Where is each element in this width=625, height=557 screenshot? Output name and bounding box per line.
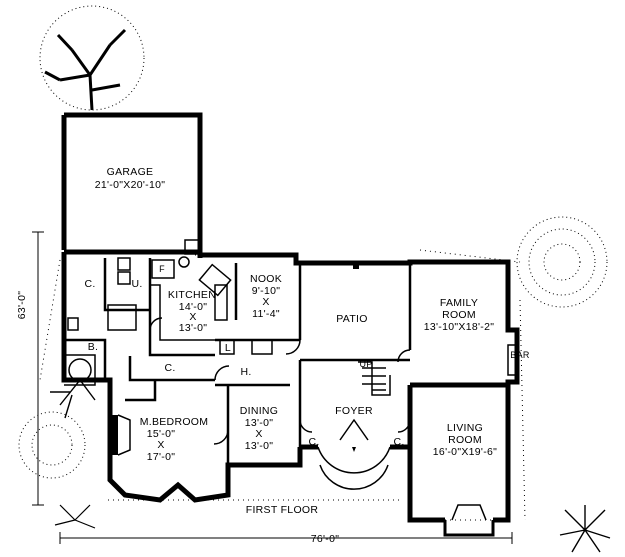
living-size: 16'-0"X19'-6" bbox=[433, 446, 497, 458]
closet-foyer-right-mark: C. bbox=[393, 436, 404, 448]
family-name-2: ROOM bbox=[442, 309, 476, 321]
dining-x: X bbox=[255, 428, 262, 440]
bedroom-size-2: 17'-0" bbox=[147, 451, 176, 463]
floor-label: FIRST FLOOR bbox=[246, 504, 319, 516]
bar-mark: BAR bbox=[510, 350, 530, 360]
exterior-wall-east bbox=[407, 385, 511, 523]
landscape-tree-right-icon bbox=[516, 216, 608, 308]
door-swings bbox=[149, 317, 411, 445]
nook-size-2: 11'-4" bbox=[252, 308, 280, 320]
furnace-mark: F bbox=[159, 264, 165, 274]
dimension-line-width bbox=[59, 532, 513, 544]
landscape-shrub-left-icon bbox=[18, 411, 86, 479]
closet-hall-mark: C. bbox=[164, 362, 175, 374]
foyer-name: FOYER bbox=[335, 405, 373, 417]
family-size: 13'-10"X18'-2" bbox=[424, 321, 495, 333]
hall-mark: H. bbox=[240, 366, 251, 378]
kitchen-size-2: 13'-0" bbox=[179, 322, 208, 334]
landscape-stipple-icon bbox=[39, 249, 526, 521]
pantry-fixtures bbox=[219, 339, 273, 355]
bedroom-x: X bbox=[157, 439, 164, 451]
dimension-depth-label: 63'-0" bbox=[16, 291, 28, 320]
dimension-width-label: 76'-0" bbox=[311, 533, 340, 545]
kitchen-x: X bbox=[189, 311, 196, 323]
kitchen-size-1: 14'-0" bbox=[179, 301, 208, 313]
family-name: FAMILY bbox=[440, 297, 478, 309]
landscape-fern-left-icon bbox=[50, 379, 96, 419]
nook-size-1: 9'-10" bbox=[252, 285, 281, 297]
linen-mark: L bbox=[225, 342, 231, 354]
nook-x: X bbox=[262, 296, 269, 308]
garage-name: GARAGE bbox=[107, 166, 154, 178]
landscape-tree-top-left-icon bbox=[39, 5, 145, 111]
dining-size-2: 13'-0" bbox=[245, 440, 274, 452]
dimension-line-depth bbox=[32, 231, 44, 506]
bedroom-size-1: 15'-0" bbox=[147, 428, 176, 440]
patio-light-mark bbox=[353, 263, 359, 269]
stair bbox=[358, 361, 391, 396]
exterior-wall-west bbox=[61, 252, 303, 503]
dining-name: DINING bbox=[240, 405, 279, 417]
nook-name: NOOK bbox=[250, 273, 282, 285]
washer-dryer bbox=[117, 257, 131, 285]
foyer-entry-arc bbox=[317, 418, 391, 490]
kitchen-name: KITCHEN bbox=[168, 289, 216, 301]
utility-mark: U. bbox=[131, 278, 142, 290]
fireplace-bedroom bbox=[110, 414, 131, 456]
closet-foyer-left-mark: C. bbox=[308, 436, 319, 448]
dining-size-1: 13'-0" bbox=[245, 417, 274, 429]
stair-up-mark: UP bbox=[359, 359, 372, 369]
exterior-wall bbox=[61, 112, 520, 388]
garage-size: 21'-0"X20'-10" bbox=[95, 179, 166, 191]
patio-name: PATIO bbox=[336, 313, 367, 325]
furnace-box bbox=[151, 259, 175, 279]
bedroom-name: M.BEDROOM bbox=[140, 416, 209, 428]
fireplace-living bbox=[443, 504, 495, 537]
closet-garage-mark: C. bbox=[84, 278, 95, 290]
landscape-fern-bottom-right-icon bbox=[559, 505, 611, 553]
bath-mark: B. bbox=[88, 341, 99, 353]
living-name: LIVING bbox=[447, 422, 483, 434]
interior-walls bbox=[64, 258, 412, 465]
bath-fixtures bbox=[64, 304, 137, 386]
garage-steps bbox=[178, 239, 200, 268]
landscape-fern-bottom-left-icon bbox=[54, 504, 96, 529]
living-name-2: ROOM bbox=[448, 434, 482, 446]
exterior-wall-north-west bbox=[64, 249, 203, 258]
kitchen-counters bbox=[150, 263, 232, 341]
bar-counter bbox=[507, 344, 517, 376]
